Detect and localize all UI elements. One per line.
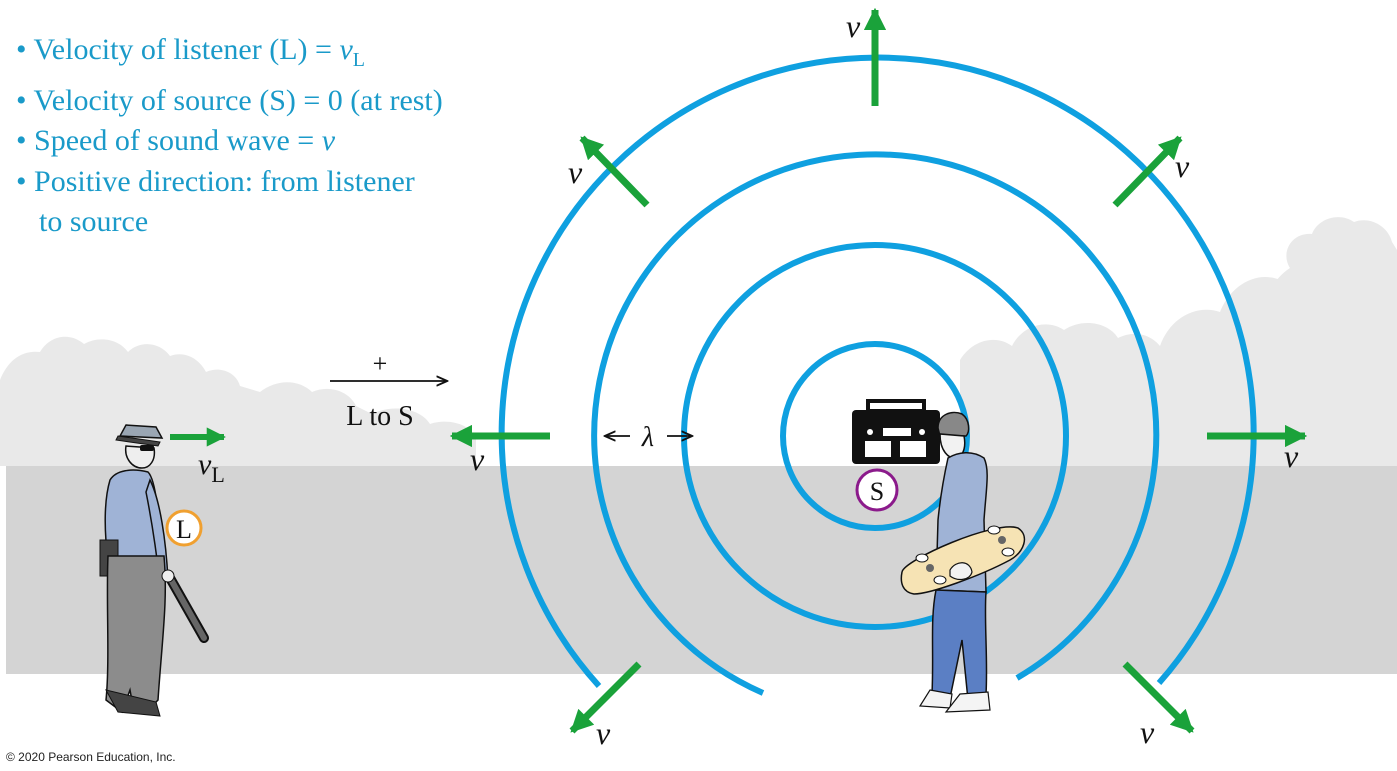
v-label-upper-left: v bbox=[568, 154, 583, 190]
bullet-sound-speed: • Speed of sound wave = v bbox=[16, 124, 336, 157]
positive-direction-label: L to S bbox=[346, 401, 413, 432]
bullet-source-velocity: • Velocity of source (S) = 0 (at rest) bbox=[16, 83, 443, 117]
wavelength-label: λ bbox=[641, 422, 654, 453]
bullet-listener-velocity: • Velocity of listener (L) = vL bbox=[16, 33, 365, 71]
wave-velocity-labels: v v v v v v v bbox=[470, 8, 1299, 751]
bullet-positive-direction: • Positive direction: from listener bbox=[16, 164, 415, 198]
source-badge-label: S bbox=[870, 477, 884, 506]
skater-figure bbox=[900, 411, 1026, 713]
v-label-right: v bbox=[1284, 438, 1299, 474]
listener-velocity-label: vL bbox=[198, 448, 225, 487]
bullet-list: • Velocity of listener (L) = vL • Veloci… bbox=[16, 30, 443, 243]
v-label-lower-right: v bbox=[1140, 714, 1155, 750]
v-label-left: v bbox=[470, 441, 485, 477]
background-trees bbox=[0, 263, 1397, 466]
background-trees-right-top bbox=[1260, 217, 1397, 330]
listener-badge-label: L bbox=[176, 515, 192, 544]
arrow-up-left bbox=[579, 135, 650, 208]
listener-badge bbox=[165, 509, 203, 547]
v-label-upper-right: v bbox=[1175, 148, 1190, 184]
wavefront-3 bbox=[591, 151, 1160, 696]
arrow-down-right bbox=[1122, 661, 1195, 734]
v-label-lower-left: v bbox=[596, 715, 611, 751]
arrow-up-right bbox=[1112, 135, 1183, 208]
wave-velocity-arrows bbox=[449, 7, 1308, 734]
bullet-positive-direction-cont: to source bbox=[39, 205, 149, 238]
copyright: © 2020 Pearson Education, Inc. bbox=[6, 750, 176, 764]
source-badge bbox=[855, 468, 899, 512]
boombox bbox=[852, 399, 940, 464]
v-label-top: v bbox=[846, 8, 861, 44]
arrow-down-left bbox=[569, 661, 642, 734]
listener-figure bbox=[99, 424, 209, 717]
positive-sign: + bbox=[373, 349, 388, 378]
ground bbox=[6, 466, 1397, 674]
